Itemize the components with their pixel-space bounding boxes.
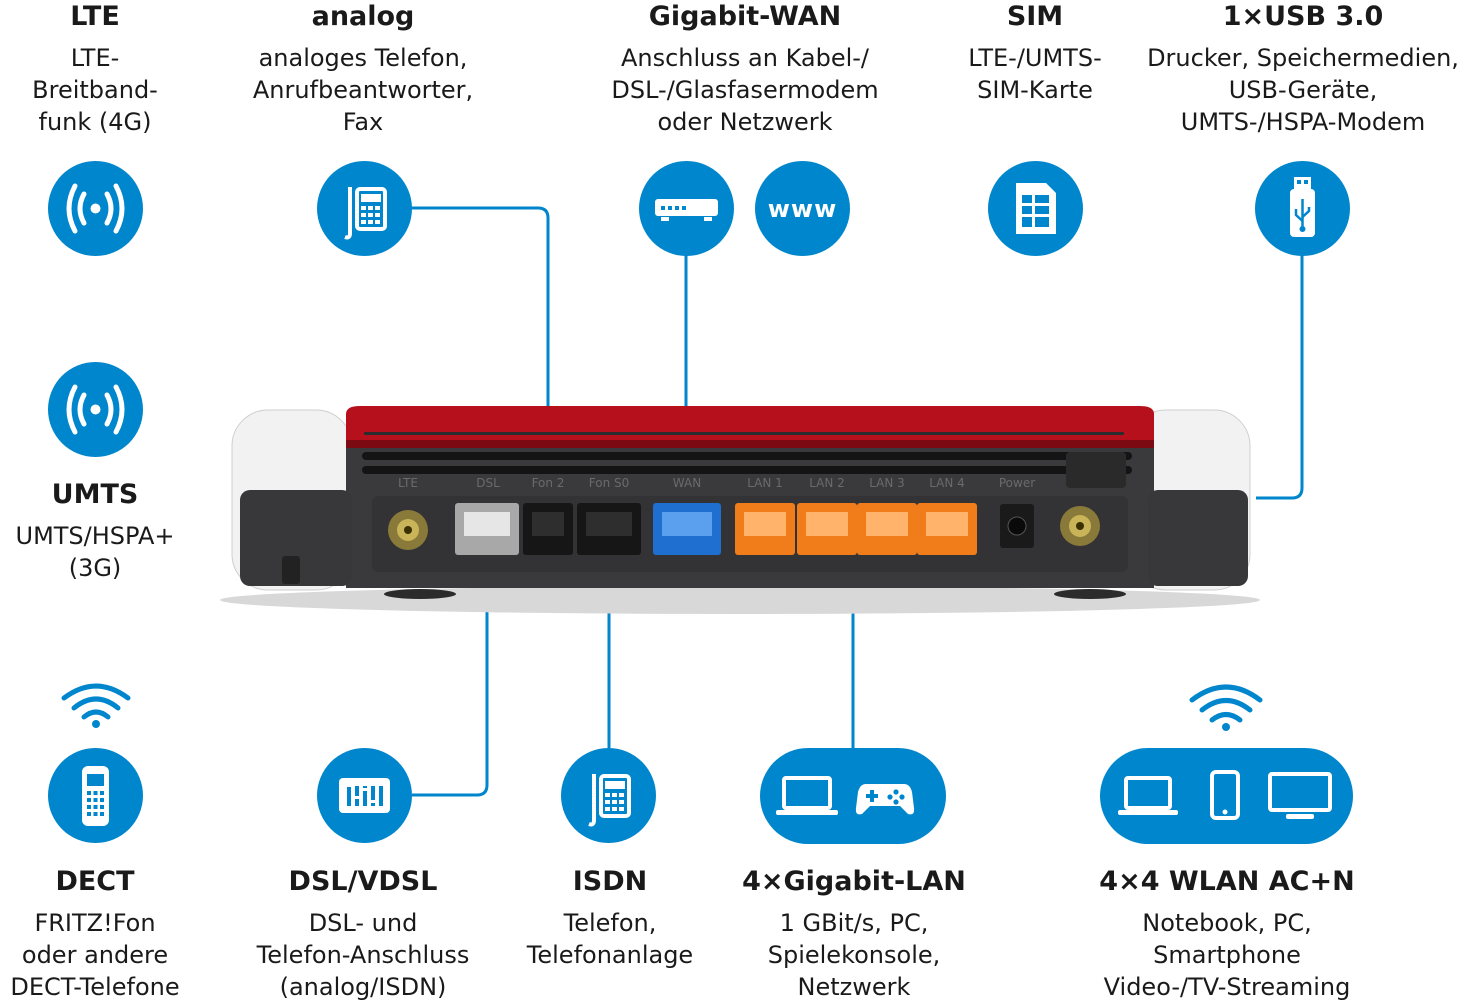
feature-desc: Telefon, Telefonanlage — [526, 909, 694, 969]
antenna-signal-icon — [48, 161, 143, 256]
feature-desc: 1 GBit/s, PC, Spielekonsole, Netzwerk — [767, 909, 941, 1001]
port-label-lan4: LAN 4 — [929, 476, 965, 490]
laptop-gamepad-icon — [760, 748, 946, 844]
feature-dect: DECT FRITZ!Fon oder andere DECT-Telefone — [0, 865, 190, 1003]
feature-analog: analog analoges Telefon, Anrufbeantworte… — [228, 0, 498, 138]
port-label-fons0: Fon S0 — [588, 476, 630, 490]
feature-title: ISDN — [572, 866, 648, 897]
feature-desc: FRITZ!Fon oder andere DECT-Telefone — [10, 909, 180, 1001]
feature-desc: Drucker, Speichermedien, USB-Geräte, UMT… — [1147, 44, 1459, 136]
desk-phone-icon — [317, 161, 412, 256]
feature-title: 4×4 WLAN AC+N — [1099, 866, 1355, 897]
port-label-lte: LTE — [398, 476, 418, 490]
feature-lan: 4×Gigabit-LAN 1 GBit/s, PC, Spielekonsol… — [720, 865, 988, 1003]
dsl-splitter-icon — [317, 748, 412, 843]
www-label: www — [767, 194, 838, 223]
feature-desc: UMTS/HSPA+ (3G) — [15, 522, 175, 582]
feature-lte: LTE LTE- Breitband- funk (4G) — [0, 0, 190, 138]
feature-dsl: DSL/VDSL DSL- und Telefon-Anschluss (ana… — [228, 865, 498, 1003]
port-label-wan: WAN — [672, 476, 702, 490]
port-label-lan1: LAN 1 — [747, 476, 783, 490]
modem-icon — [639, 161, 734, 256]
feature-wlan: 4×4 WLAN AC+N Notebook, PC, Smartphone V… — [1086, 865, 1368, 1003]
port-label-lan3: LAN 3 — [869, 476, 905, 490]
feature-isdn: ISDN Telefon, Telefonanlage — [505, 865, 715, 971]
feature-umts: UMTS UMTS/HSPA+ (3G) — [0, 478, 190, 584]
globe-www-icon: www — [755, 161, 850, 256]
feature-title: DSL/VDSL — [288, 866, 438, 897]
feature-desc: Notebook, PC, Smartphone Video-/TV-Strea… — [1103, 909, 1351, 1001]
port-label-dsl: DSL — [476, 476, 500, 490]
port-label-power: Power — [998, 476, 1036, 490]
feature-sim: SIM LTE-/UMTS- SIM-Karte — [930, 0, 1140, 106]
sim-card-icon — [988, 161, 1083, 256]
laptop-phone-monitor-icon — [1100, 748, 1353, 844]
cordless-phone-icon — [48, 748, 143, 843]
antenna-signal-icon — [48, 362, 143, 457]
feature-usb: 1×USB 3.0 Drucker, Speichermedien, USB-G… — [1142, 0, 1464, 138]
feature-desc: DSL- und Telefon-Anschluss (analog/ISDN) — [256, 909, 470, 1001]
feature-desc: LTE- Breitband- funk (4G) — [32, 44, 158, 136]
feature-title: 4×Gigabit-LAN — [742, 866, 966, 897]
usb-stick-icon — [1255, 161, 1350, 256]
feature-title: DECT — [55, 866, 135, 897]
feature-title: UMTS — [51, 479, 139, 510]
feature-title: 1×USB 3.0 — [1222, 1, 1384, 32]
usb-connector — [1256, 250, 1304, 500]
feature-title: analog — [311, 1, 415, 32]
wifi-icon — [61, 683, 131, 728]
analog-connector — [390, 206, 550, 462]
port-label-lan2: LAN 2 — [809, 476, 845, 490]
feature-desc: Anschluss an Kabel-/ DSL-/Glasfasermodem… — [611, 44, 879, 136]
port-label-fon2: Fon 2 — [531, 476, 565, 490]
feature-wan: Gigabit-WAN Anschluss an Kabel-/ DSL-/Gl… — [585, 0, 905, 138]
desk-phone-icon — [561, 748, 656, 843]
feature-desc: analoges Telefon, Anrufbeantworter, Fax — [252, 44, 474, 136]
dsl-connector — [412, 566, 489, 797]
feature-title: SIM — [1006, 1, 1064, 32]
feature-title: Gigabit-WAN — [648, 1, 842, 32]
wifi-icon — [1189, 684, 1263, 731]
feature-desc: LTE-/UMTS- SIM-Karte — [968, 44, 1102, 104]
feature-title: LTE — [70, 1, 120, 32]
